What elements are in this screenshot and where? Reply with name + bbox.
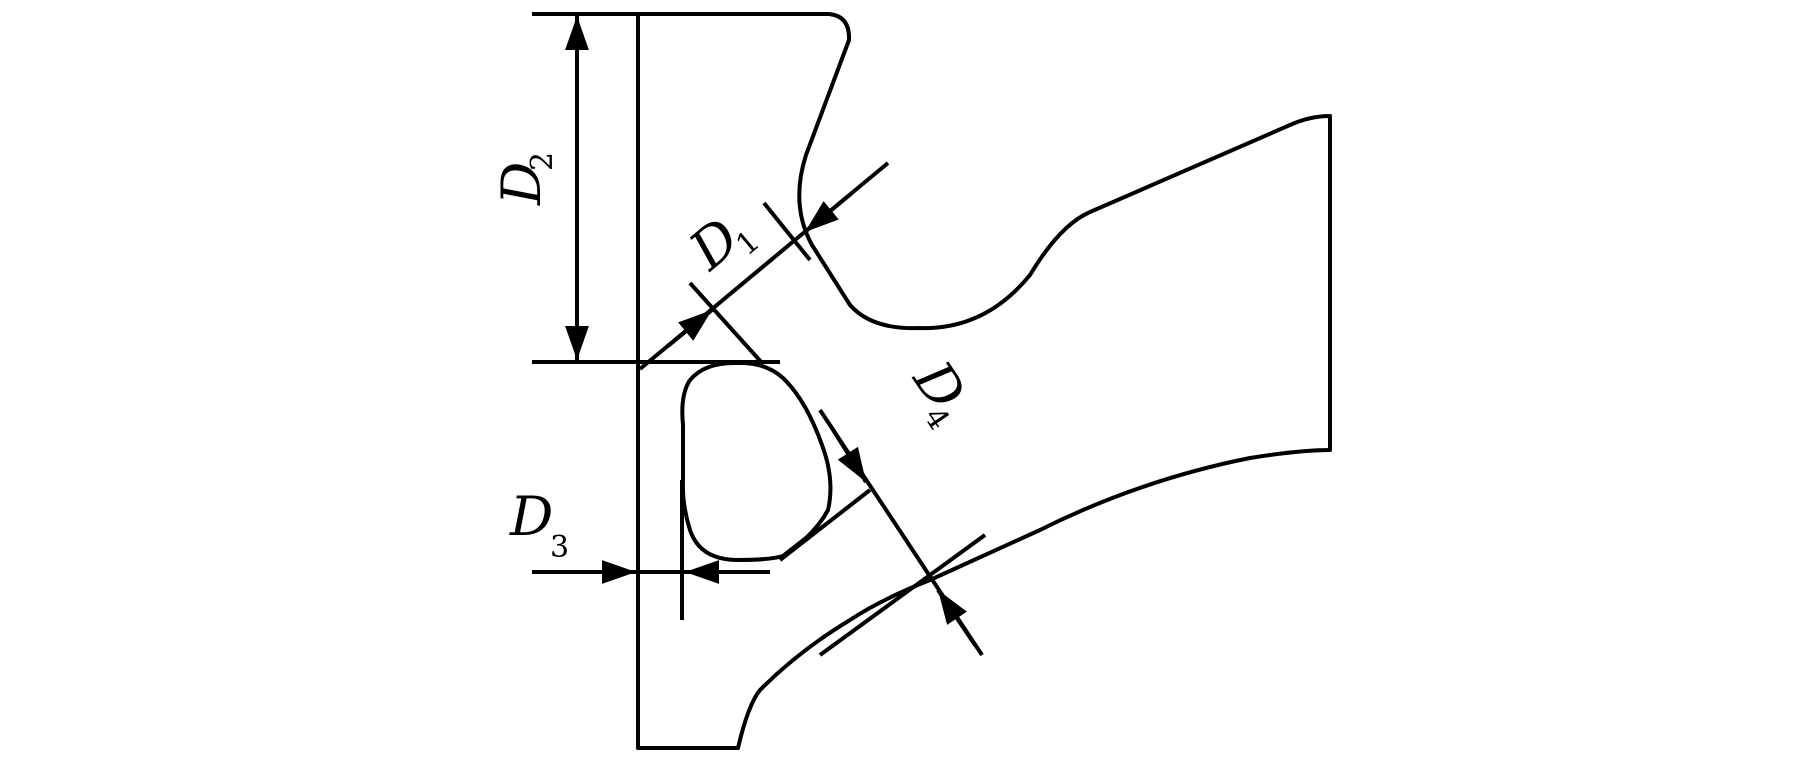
inner-cavity [680, 360, 833, 562]
label-d3-main: D [509, 485, 553, 548]
body-outline-top [636, 12, 1332, 460]
d4-arrow-a [828, 423, 868, 484]
d1-dimension-line [638, 238, 797, 371]
label-d2: D 2 [490, 152, 560, 206]
label-d2-main: D [490, 162, 553, 206]
body-outline-bottom [736, 456, 1252, 750]
label-d4: D 4 [901, 349, 978, 436]
d1-extension-a [762, 201, 812, 262]
d1-arrow-b [666, 308, 714, 348]
d4-extension-a [778, 488, 872, 562]
label-d3: D 3 [509, 485, 569, 565]
label-d3-sub: 3 [550, 530, 569, 565]
body-outline-left [636, 12, 740, 750]
d1-extension-b [688, 281, 765, 366]
d1-arrow-a [803, 191, 854, 234]
d4-extension-b [818, 533, 987, 657]
label-d2-sub: 2 [525, 152, 560, 171]
d4-arrow-b [936, 588, 977, 647]
